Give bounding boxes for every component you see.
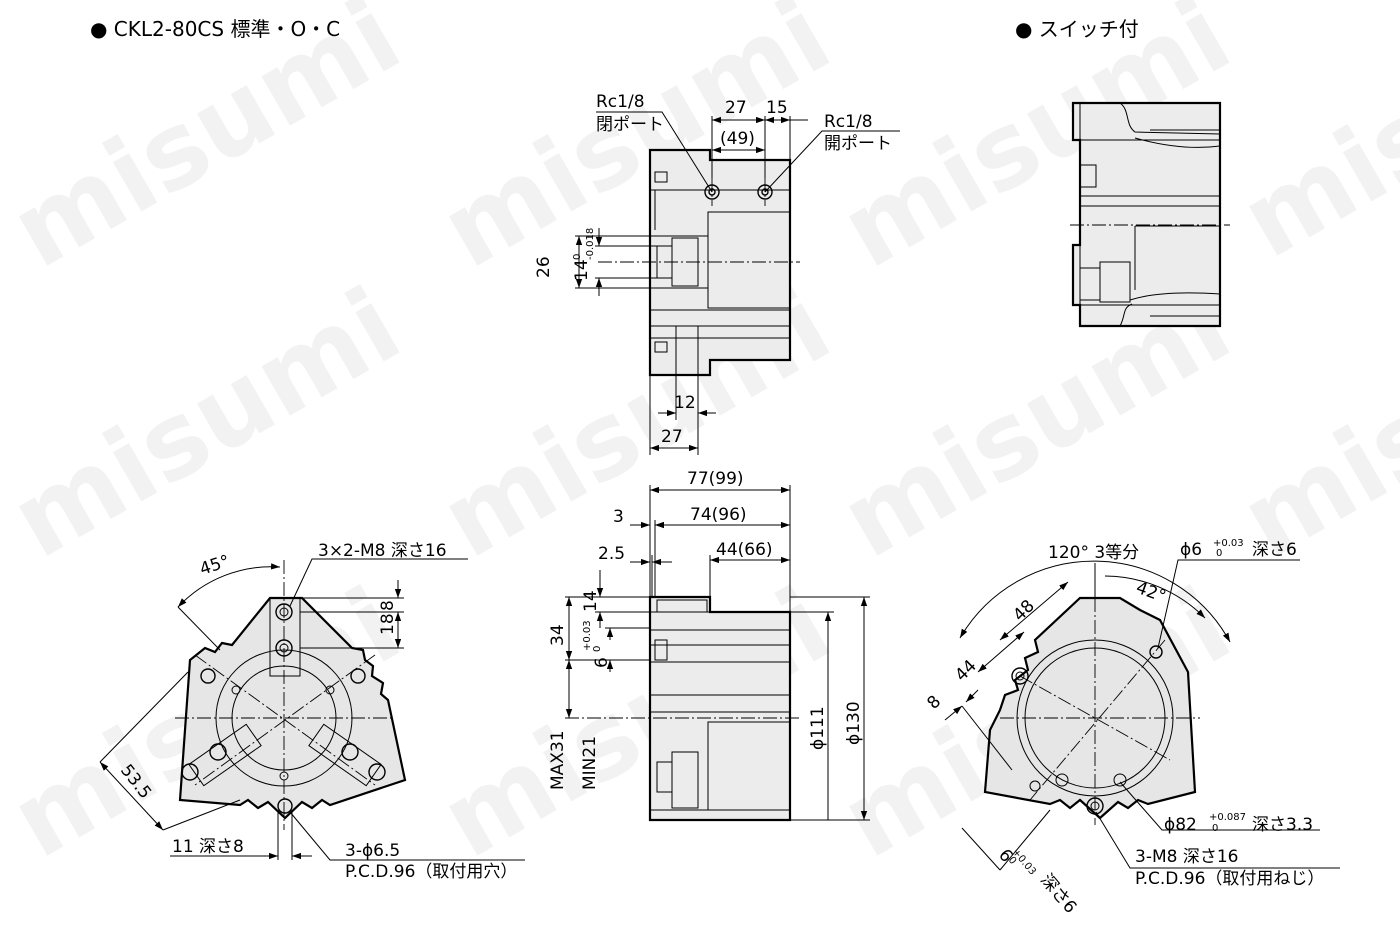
svg-text:+0.03: +0.03 [582, 620, 593, 651]
svg-text:ϕ111: ϕ111 [808, 706, 828, 750]
right-end-view-labels: 120° 3等分 42° ϕ6 +0.03 0 深さ6 48 44 8 ϕ82 … [923, 538, 1324, 918]
svg-text:3-M8 深さ16: 3-M8 深さ16 [1135, 847, 1238, 867]
svg-text:P.C.D.96（取付用ねじ）: P.C.D.96（取付用ねじ） [1135, 869, 1324, 889]
svg-text:misumi: misumi [1222, 0, 1400, 282]
svg-text:12: 12 [674, 393, 696, 413]
svg-text:44: 44 [951, 656, 980, 685]
svg-text:18: 18 [378, 613, 398, 635]
right-end-view [944, 559, 1340, 871]
svg-text:44(66): 44(66) [716, 540, 773, 560]
svg-text:ϕ6: ϕ6 [1180, 540, 1202, 560]
svg-text:3-ϕ6.5: 3-ϕ6.5 [345, 841, 400, 861]
svg-text:misumi: misumi [0, 264, 420, 582]
svg-text:0: 0 [1216, 548, 1222, 559]
svg-text:26: 26 [534, 256, 554, 278]
svg-text:閉ポート: 閉ポート [596, 115, 664, 135]
top-view-labels: Rc1/8 閉ポート Rc1/8 開ポート 27 15 (49) 26 14 0… [534, 92, 892, 447]
svg-text:120° 3等分: 120° 3等分 [1048, 543, 1139, 563]
svg-text:Rc1/8: Rc1/8 [596, 92, 645, 112]
svg-text:14: 14 [581, 590, 601, 612]
svg-text:3: 3 [613, 507, 624, 527]
svg-text:ϕ82: ϕ82 [1164, 815, 1197, 835]
svg-text:0: 0 [1212, 823, 1218, 834]
svg-text:27: 27 [725, 98, 747, 118]
heading-switch-model: ● スイッチ付 [1015, 17, 1139, 41]
left-end-view [99, 558, 525, 861]
svg-text:45°: 45° [197, 551, 232, 579]
svg-text:0: 0 [592, 646, 603, 652]
svg-text:深さ6: 深さ6 [1252, 540, 1297, 560]
svg-text:34: 34 [548, 624, 568, 646]
svg-text:74(96): 74(96) [690, 505, 747, 525]
svg-text:77(99): 77(99) [687, 469, 744, 489]
svg-text:2.5: 2.5 [598, 544, 625, 564]
svg-text:27: 27 [661, 427, 683, 447]
svg-text:(49): (49) [720, 129, 755, 149]
svg-text:8: 8 [378, 600, 398, 611]
svg-text:+0.03: +0.03 [1213, 538, 1244, 549]
svg-text:48: 48 [1009, 596, 1038, 625]
svg-text:Rc1/8: Rc1/8 [824, 112, 873, 132]
svg-text:11 深さ8: 11 深さ8 [172, 837, 244, 857]
svg-text:3×2-M8 深さ16: 3×2-M8 深さ16 [318, 541, 447, 561]
svg-text:MIN21: MIN21 [580, 736, 600, 790]
svg-text:0: 0 [572, 254, 583, 260]
heading-standard-model: ● CKL2-80CS 標準・O・C [90, 17, 340, 41]
svg-text:14: 14 [572, 259, 592, 281]
svg-text:misumi: misumi [1222, 264, 1400, 582]
switch-view [1070, 101, 1230, 328]
svg-text:深さ6: 深さ6 [1036, 870, 1080, 917]
svg-text:-0.018: -0.018 [585, 228, 596, 260]
svg-text:深さ3.3: 深さ3.3 [1252, 815, 1313, 835]
svg-text:misumi: misumi [0, 0, 420, 292]
side-view [565, 485, 870, 822]
top-view [575, 111, 900, 455]
side-view-labels: 77(99) 74(96) 3 44(66) 2.5 14 34 6 +0.03… [548, 469, 864, 790]
svg-text:15: 15 [766, 98, 788, 118]
svg-text:開ポート: 開ポート [824, 134, 892, 154]
svg-text:+0.087: +0.087 [1209, 812, 1246, 823]
svg-text:6: 6 [592, 657, 612, 668]
svg-text:0: 0 [1006, 855, 1019, 867]
svg-text:ϕ130: ϕ130 [844, 701, 864, 745]
svg-text:P.C.D.96（取付用穴）: P.C.D.96（取付用穴） [345, 862, 517, 882]
svg-text:MAX31: MAX31 [548, 730, 568, 790]
